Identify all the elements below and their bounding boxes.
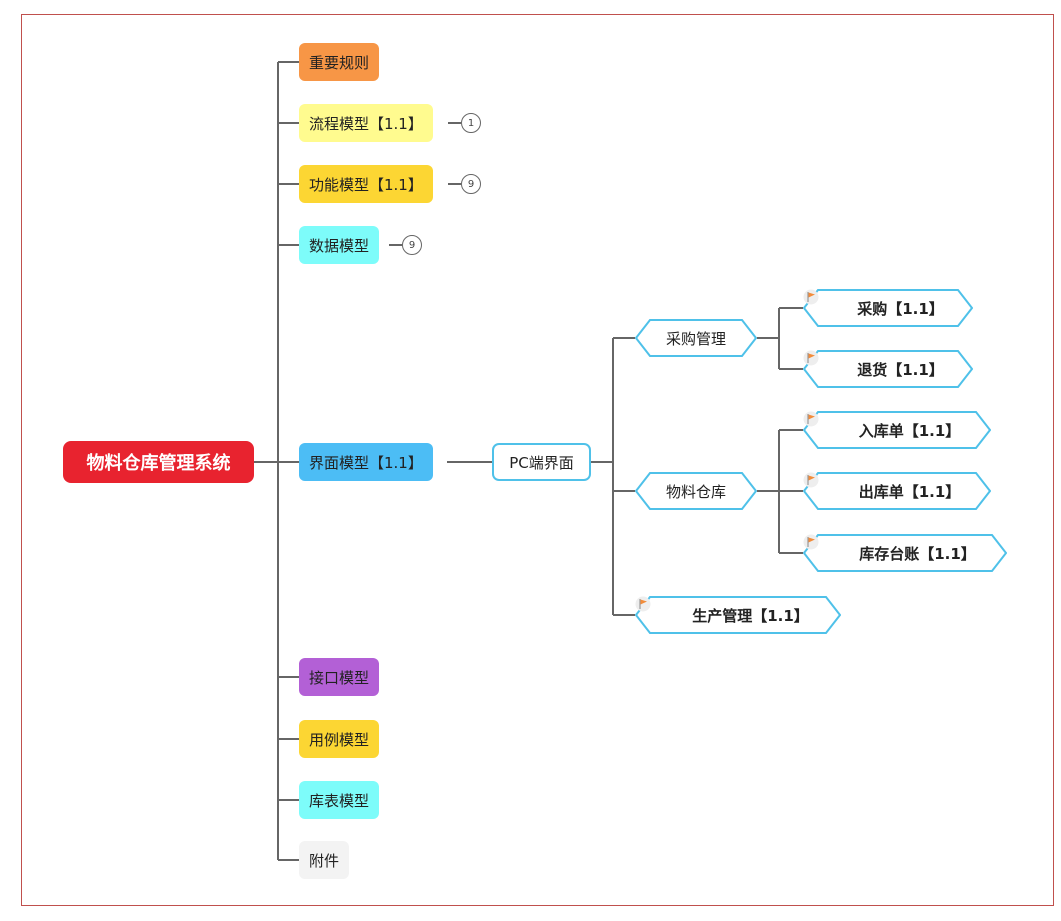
leaf-label: 采购【1.1】 [857,299,944,318]
branch-liucheng[interactable]: 流程模型【1.1】 [299,104,433,142]
flag-icon [803,534,850,561]
leaf-ruku[interactable]: 入库单【1.1】 [803,411,991,449]
group-wuliao[interactable]: 物料仓库 [635,472,757,510]
branch-fujian[interactable]: 附件 [299,841,350,879]
branch-kubiao[interactable]: 库表模型 [299,781,380,819]
group-label: 采购管理 [665,329,726,348]
count-badge[interactable]: 9 [402,235,422,255]
leaf-caigou[interactable]: 采购【1.1】 [803,289,973,327]
leaf-label: 库存台账【1.1】 [859,544,976,563]
leaf-tuihuo[interactable]: 退货【1.1】 [803,350,973,388]
flag-icon [803,411,850,438]
count-badge[interactable]: 9 [461,174,481,194]
canvas-frame [21,14,1054,906]
flag-icon [635,596,683,623]
count-badge[interactable]: 1 [461,113,481,133]
flag-icon [803,289,848,316]
branch-jiemian[interactable]: 界面模型【1.1】 [299,443,433,481]
branch-zhongyao[interactable]: 重要规则 [299,43,380,81]
branch-shuju[interactable]: 数据模型 [299,226,380,264]
branch-gongneng[interactable]: 功能模型【1.1】 [299,165,433,203]
group-caigou[interactable]: 采购管理 [635,319,757,357]
leaf-chuku[interactable]: 出库单【1.1】 [803,472,991,510]
root-node[interactable]: 物料仓库管理系统 [63,441,254,483]
flag-icon [803,350,848,377]
branch-yongli[interactable]: 用例模型 [299,720,380,758]
branch-jiekou[interactable]: 接口模型 [299,658,380,696]
leaf-label: 出库单【1.1】 [858,482,961,501]
group-label: 物料仓库 [665,482,726,501]
group-label: 生产管理【1.1】 [692,606,809,625]
leaf-kucun[interactable]: 库存台账【1.1】 [803,534,1007,572]
group-shengchan[interactable]: 生产管理【1.1】 [635,596,841,634]
pc-interface-node[interactable]: PC端界面 [492,443,591,481]
leaf-label: 退货【1.1】 [857,360,944,379]
leaf-label: 入库单【1.1】 [858,421,961,440]
flag-icon [803,472,850,499]
